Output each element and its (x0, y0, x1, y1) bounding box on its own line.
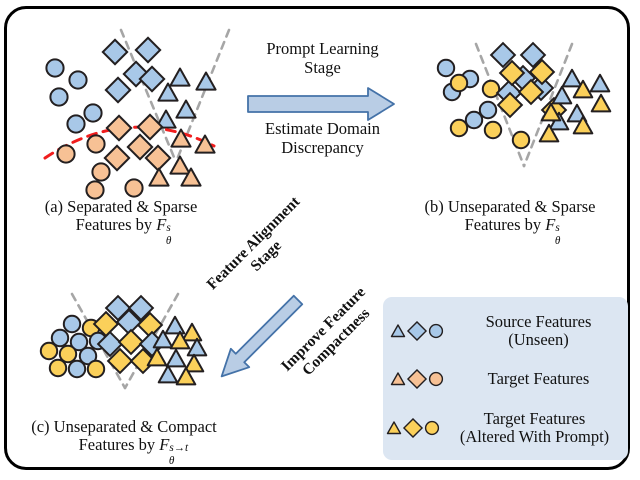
feature-alignment-arrow (220, 294, 304, 378)
legend-source-line1: Source Features (485, 311, 592, 331)
estimate-domain-discrepancy-label: Estimate Domain Discrepancy (240, 119, 405, 158)
panel-a-caption-prefix: Features by (75, 215, 157, 235)
diamond-icon (406, 369, 428, 389)
legend-label-target: Target Features (455, 368, 622, 388)
triangle-icon (390, 324, 406, 338)
circle-icon (428, 323, 444, 339)
panel-a-target-diamonds (103, 113, 172, 172)
estimate-domain-line1: Estimate Domain (264, 119, 381, 138)
diamond-icon (402, 418, 424, 438)
legend-target-prompt-line2: (Altered With Prompt) (459, 427, 610, 446)
circle-icon (424, 420, 440, 436)
prompt-learning-line1: Prompt Learning (266, 39, 379, 58)
panel-c-triangle-cluster (146, 315, 208, 386)
circle-icon (428, 371, 444, 387)
prompt-learning-arrow (247, 87, 395, 121)
panel-b-prompt-circles (449, 73, 531, 150)
panel-a-boundary-left (119, 28, 178, 164)
figure-frame (4, 6, 630, 470)
legend-shapes-source (390, 321, 444, 341)
legend-target-line1: Target Features (487, 368, 590, 388)
legend-target-prompt-line1: Target Features (483, 408, 586, 428)
legend-row-target: Target Features (389, 364, 622, 394)
panel-c-math-base: F (159, 435, 170, 455)
panel-b-math-base: F (545, 215, 556, 235)
legend-shapes-target-prompt (386, 418, 440, 438)
panel-a-math-sub: θ (165, 234, 172, 247)
panel-a-source-circles (45, 58, 103, 134)
panel-b-caption-prefix: Features by (464, 215, 546, 235)
panel-a-target-triangles (148, 128, 216, 187)
legend-icons-target-prompt (385, 418, 443, 438)
prompt-learning-stage-label: Prompt Learning Stage (240, 39, 405, 78)
panel-a-target-circles (56, 134, 144, 200)
legend-row-target-prompt: Target Features (Altered With Prompt) (385, 402, 626, 454)
legend-icons-source (389, 321, 455, 341)
estimate-domain-line2: Discrepancy (281, 137, 364, 157)
panel-c-math-sup: s→t (169, 442, 189, 455)
panel-b-caption-line1: (b) Unseparated & Sparse (424, 197, 596, 216)
panel-c-caption-prefix: Features by (78, 435, 160, 455)
panel-c-math-sub: θ (168, 454, 175, 467)
panel-c-caption-line1: (c) Unseparated & Compact (31, 417, 217, 436)
diamond-icon (406, 321, 428, 341)
panel-a-source-triangles (155, 67, 217, 129)
panel-a-math-sup: s (166, 222, 171, 235)
panel-a-math-base: F (156, 215, 167, 235)
triangle-icon (386, 421, 402, 435)
panel-c-diamond-cluster (92, 294, 166, 375)
panel-c-circle-cluster (39, 314, 108, 379)
legend-icons-target (389, 369, 455, 389)
legend-row-source: Source Features (Unseen) (389, 305, 622, 357)
legend-box: Source Features (Unseen) Target Features (383, 297, 628, 460)
legend-label-target-prompt: Target Features (Altered With Prompt) (443, 408, 626, 447)
panel-b-prompt-triangles (538, 79, 612, 143)
prompt-learning-line2: Stage (304, 57, 341, 77)
legend-shapes-target (390, 369, 444, 389)
legend-label-source: Source Features (Unseen) (455, 311, 622, 350)
panel-b-math-sub: θ (554, 234, 561, 247)
panel-a-source-diamonds (101, 36, 166, 104)
legend-source-line2: (Unseen) (508, 330, 569, 349)
triangle-icon (390, 372, 406, 386)
panel-a-caption-line1: (a) Separated & Sparse (44, 197, 198, 216)
panel-b-math-sup: s (555, 222, 560, 235)
